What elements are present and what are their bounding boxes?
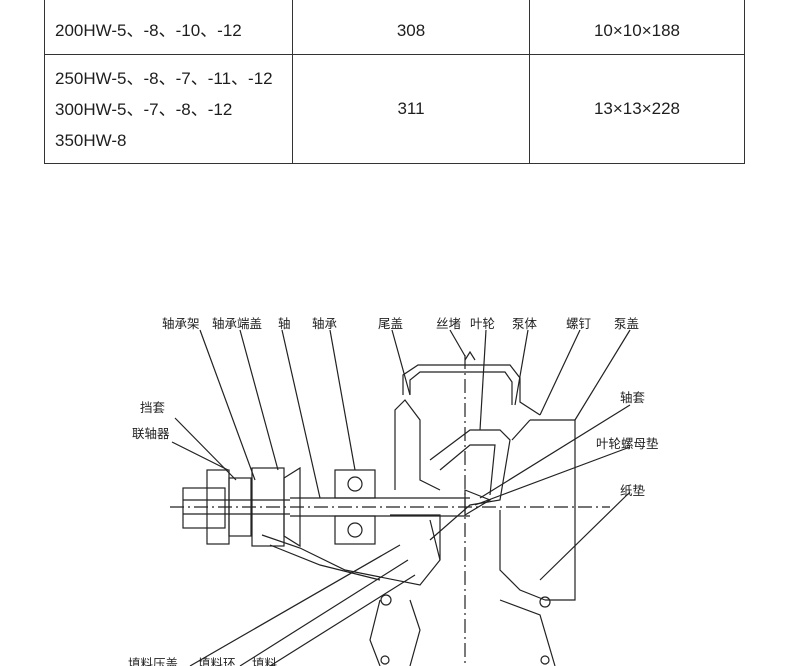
coupling-body [182,487,226,529]
table-row: 200HW-5、-8、-10、-12 308 10×10×188 [44,0,745,55]
frame-leg-left [369,599,381,666]
label-shaft: 轴 [278,316,291,331]
label-packing-gland: 填料压盖 [128,656,178,666]
label-bearing: 轴承 [312,316,338,331]
bearing-frame [261,519,441,586]
label-pump-body: 泵体 [512,316,538,331]
label-coupling: 联轴器 [132,426,170,441]
label-paper-gasket: 纸垫 [620,483,646,498]
label-pump-cover: 泵盖 [614,316,639,331]
tail-cover [394,399,441,491]
model-text: 250HW-5、-8、-7、-11、-12 [55,68,273,88]
spec-table: 200HW-5、-8、-10、-12 308 10×10×188 250HW-5… [44,0,745,164]
coupling-hub [228,477,252,537]
bearing-upper [334,469,376,499]
label-tail-cover: 尾盖 [378,316,403,331]
label-impeller: 叶轮 [470,316,495,331]
impeller [429,429,511,541]
model-text: 300HW-5、-7、-8、-12 [55,99,233,119]
impeller-nut [464,489,492,517]
label-bearing-end-cover: 轴承端盖 [212,316,262,331]
model-text: 350HW-8 [55,130,127,150]
label-packing-ring: 填料环 [198,656,236,666]
frame-leg-right [499,599,556,666]
model-text: 200HW-5、-8、-10、-12 [55,21,242,40]
label-bearing-frame: 轴承架 [162,316,200,331]
pump-body [402,364,541,416]
value-cell: 311 [292,54,530,164]
size-cell: 13×13×228 [529,54,745,164]
label-packing: 填料 [252,656,278,666]
pump-cover [530,419,576,601]
label-shaft-sleeve: 轴套 [620,390,646,405]
label-plug: 丝堵 [436,316,461,331]
size-cell: 10×10×188 [529,0,745,55]
label-sleeve: 挡套 [140,400,166,415]
value-cell: 308 [292,0,530,55]
label-impeller-nut-washer: 叶轮螺母垫 [596,436,659,451]
bearing-lower [334,515,376,545]
model-cell: 200HW-5、-8、-10、-12 [44,0,293,55]
label-screw: 螺钉 [566,316,592,331]
table-row: 250HW-5、-8、-7、-11、-12 300HW-5、-7、-8、-12 … [44,54,745,164]
model-cell: 250HW-5、-8、-7、-11、-12 300HW-5、-7、-8、-12 … [44,54,293,164]
